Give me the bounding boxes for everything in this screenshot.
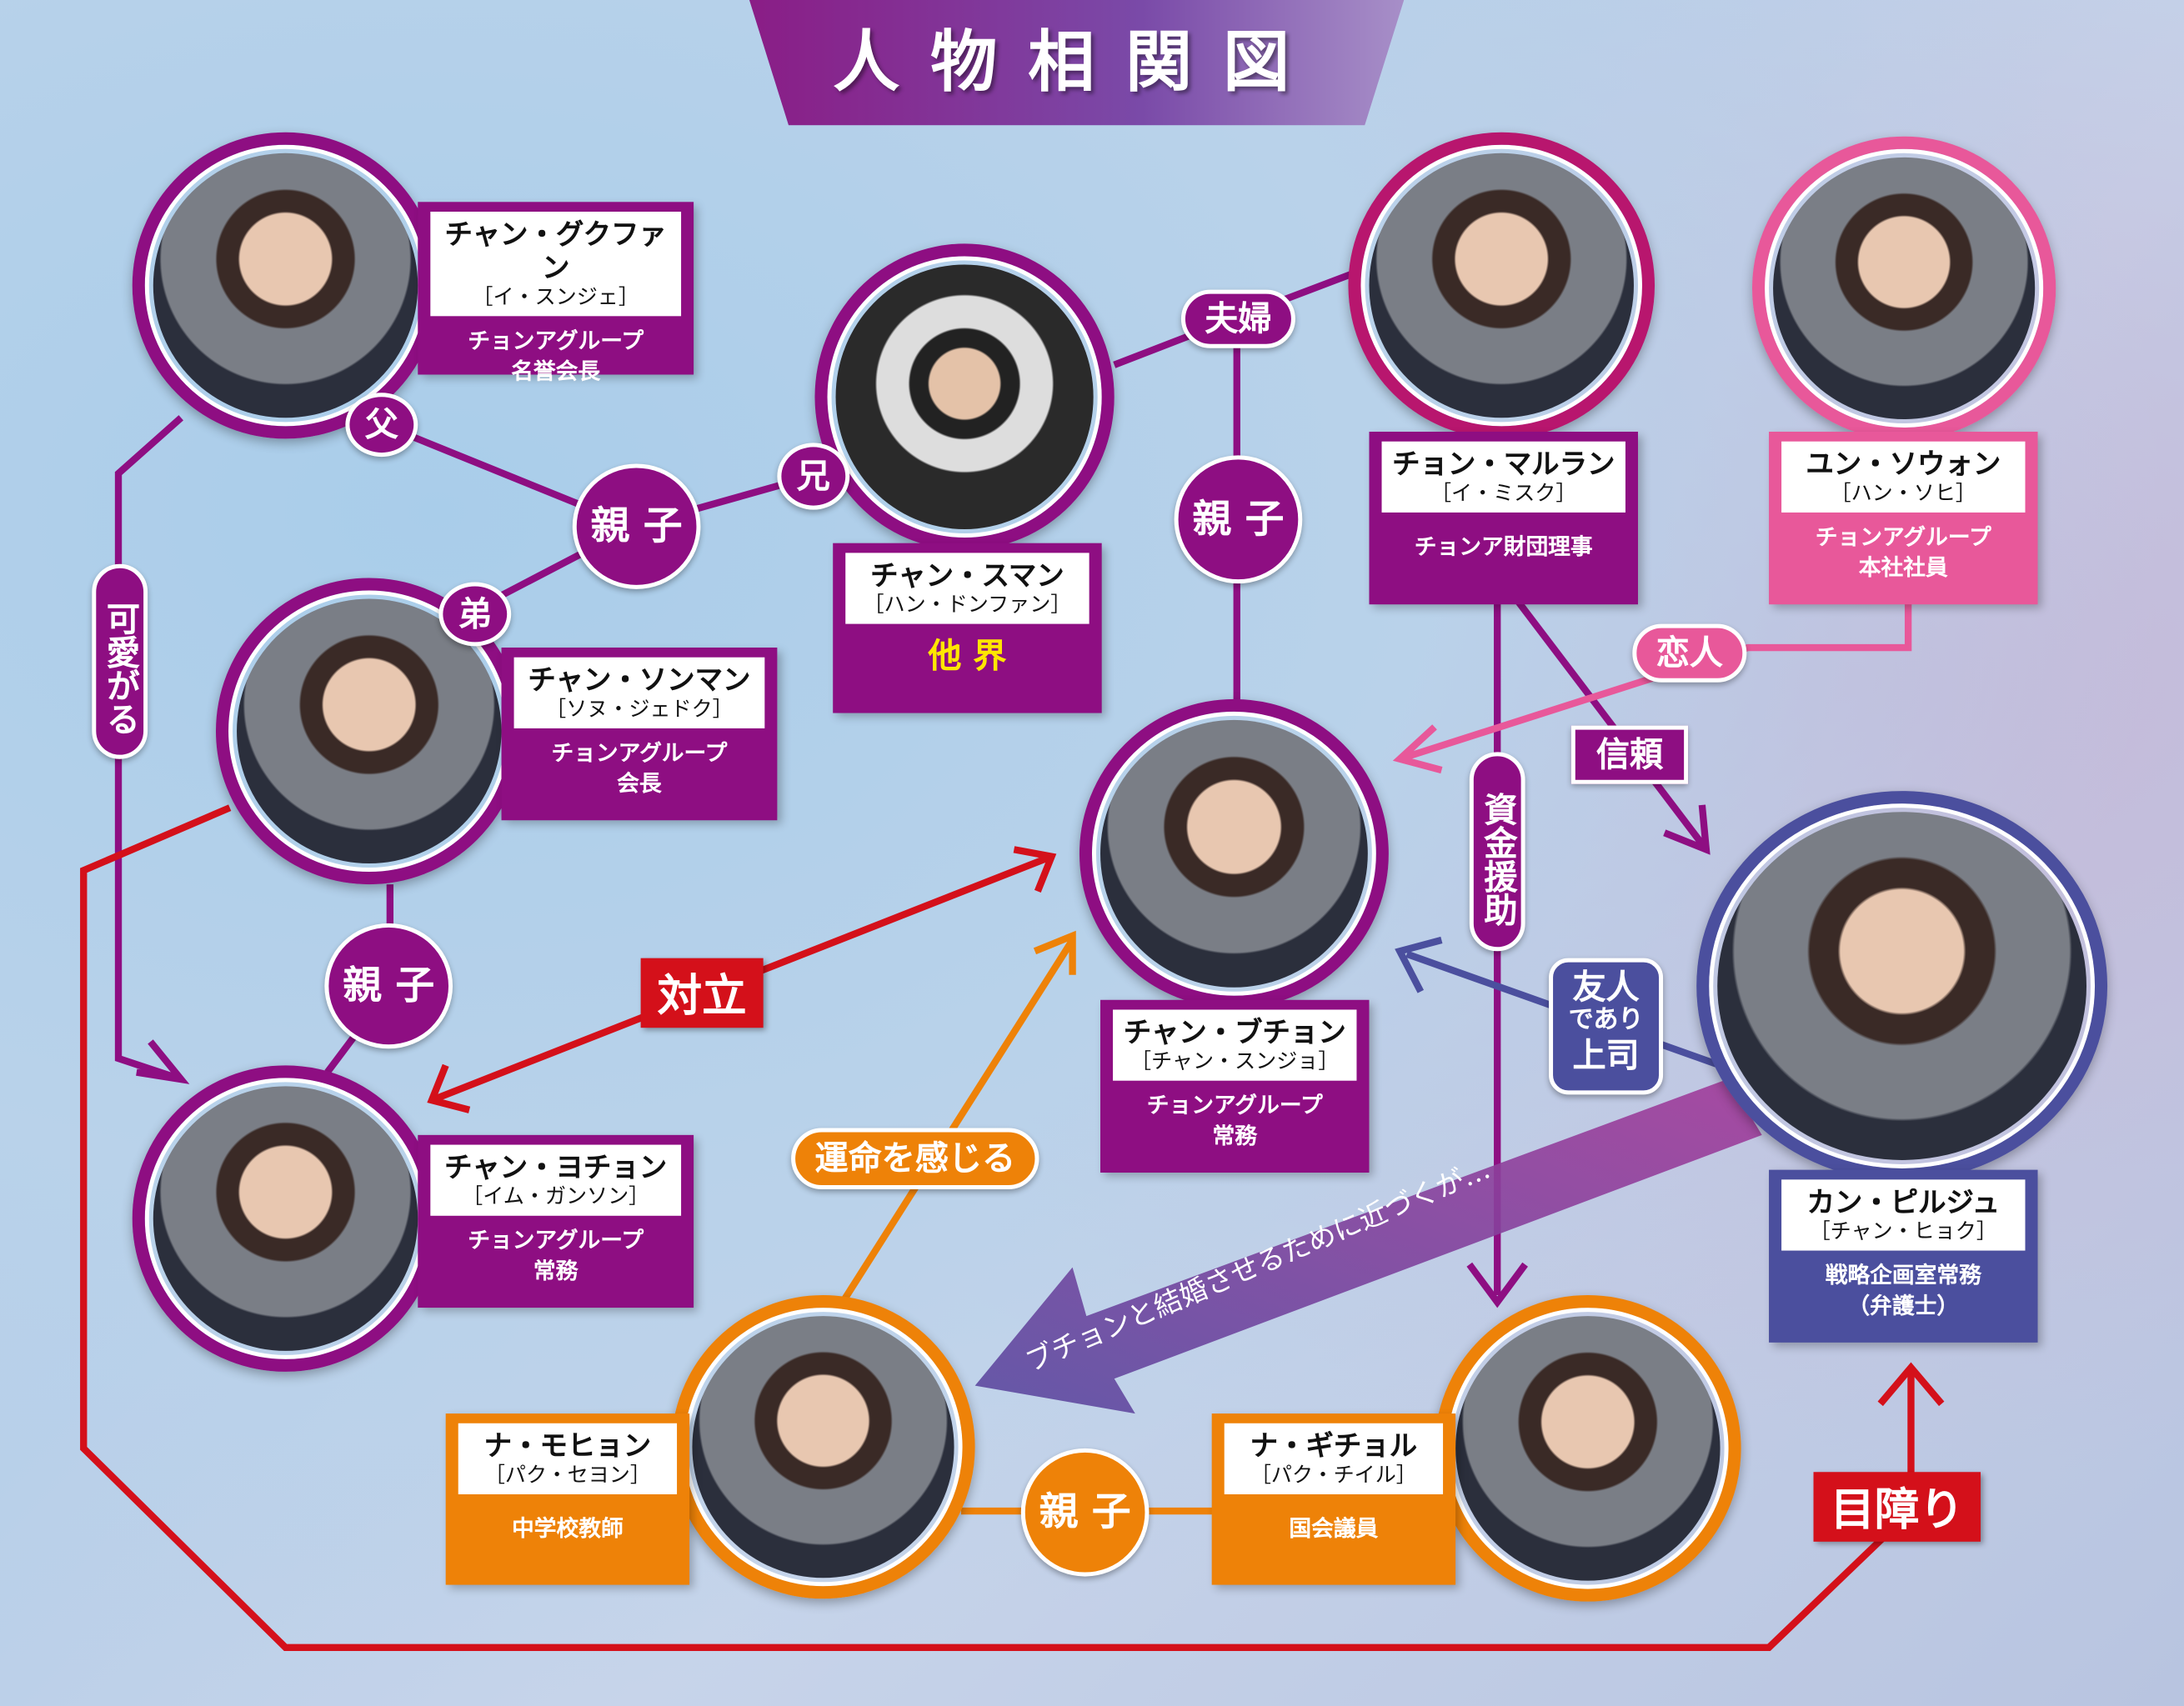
character-name: チャン・ヨチョン: [444, 1150, 668, 1184]
arrow-conflict-head-1: [427, 1063, 471, 1113]
arrow-lovers-head: [1392, 724, 1443, 774]
badge-couple: 夫婦: [1180, 289, 1295, 348]
photo-jung-malran: [1348, 132, 1656, 439]
actor-name: ［ソヌ・ジェドク］: [545, 696, 734, 722]
line-trust: [1515, 599, 1710, 852]
actor-name: ［ハン・ソヒ］: [1830, 480, 1977, 506]
badge-friend-boss: 友人 であり 上司: [1549, 958, 1664, 1095]
character-name: チャン・ブチョン: [1123, 1015, 1346, 1049]
badge-cherish: 可愛がる: [92, 563, 148, 759]
card-yun-sowon: ユン・ソウォン［ハン・ソヒ］ チョンアグループ本社社員: [1769, 432, 2038, 605]
photo-na-mohyon: [671, 1295, 975, 1599]
character-name: ナ・ギチョル: [1250, 1428, 1418, 1463]
badge-lovers: 恋人: [1632, 623, 1747, 683]
character-role: チョンアグループ常務: [468, 1227, 644, 1284]
photo-kan-piljyu: [1696, 791, 2108, 1182]
arrow-trust-head: [1663, 804, 1711, 855]
card-chan-yochon: チャン・ヨチョン［イム・ガンソン］ チョンアグループ常務: [418, 1134, 694, 1308]
character-name: チョン・マルラン: [1392, 447, 1615, 481]
photo-chan-bujon: [1079, 698, 1389, 1008]
approach-arrow: [974, 1079, 1762, 1414]
character-role: 国会議員: [1289, 1515, 1379, 1542]
card-chan-bujon: チャン・ブチョン［チャン・スンジョ］ チョンアグループ常務: [1100, 999, 1370, 1173]
card-jung-malran: チョン・マルラン［イ・ミスク］ チョンア財団理事: [1369, 432, 1638, 605]
character-role: チョンアグループ会長: [551, 739, 728, 797]
badge-elder-brother: 兄: [777, 443, 850, 510]
actor-name: ［イ・ミスク］: [1430, 480, 1577, 506]
page-title: 人物相関図: [749, 0, 1405, 126]
actor-name: ［パク・チイル］: [1250, 1462, 1417, 1488]
card-kan-piljyu: カン・ピルジュ［チャン・ヒョク］ 戦略企画室常務（弁護士）: [1769, 1169, 2038, 1343]
card-na-gichol: ナ・ギチョル［パク・チイル］ 国会議員: [1211, 1413, 1456, 1585]
arrow-cherish-head: [136, 1039, 190, 1084]
badge-funding: 資金援助: [1469, 752, 1525, 952]
badge-conflict: 対立: [640, 958, 764, 1028]
character-name: ナ・モヒョン: [483, 1428, 652, 1463]
badge-trust: 信頼: [1570, 725, 1689, 784]
badge-obstacle: 目障り: [1813, 1472, 1981, 1542]
character-role: チョンアグループ常務: [1146, 1092, 1323, 1149]
badge-parent-child-4: 親 子: [1020, 1448, 1150, 1577]
character-name: カン・ピルジュ: [1806, 1185, 2001, 1219]
badge-parent-child-3: 親 子: [324, 923, 453, 1049]
line-lovers: [1398, 601, 1912, 763]
character-role: チョンア財団理事: [1414, 533, 1593, 560]
actor-name: ［ハン・ドンファン］: [863, 592, 1072, 618]
badge-father: 父: [345, 393, 418, 458]
line-destiny: [839, 938, 1076, 1304]
badge-parent-child-2: 親 子: [1174, 455, 1303, 584]
badge-destiny: 運命を感じる: [791, 1128, 1039, 1190]
character-name: チャン・スマン: [870, 558, 1064, 593]
character-name: チャン・グクファン: [444, 217, 667, 284]
photo-yun-sowon: [1751, 136, 2056, 441]
arrow-funding-head: [1466, 1262, 1528, 1308]
character-role: 戦略企画室常務（弁護士）: [1825, 1261, 1981, 1319]
actor-name: ［イ・スンジェ］: [472, 283, 639, 309]
character-role: チョンアグループ本社社員: [1815, 523, 1991, 581]
actor-name: ［チャン・ヒョク］: [1809, 1218, 1997, 1244]
arrow-destiny-head: [1033, 930, 1076, 975]
actor-name: ［パク・セヨン］: [483, 1462, 651, 1488]
photo-na-gichol: [1435, 1295, 1741, 1602]
character-role: チョンアグループ名誉会長: [468, 327, 644, 385]
badge-parent-child-1: 親 子: [572, 463, 701, 589]
photo-chan-gukfan: [132, 132, 439, 439]
arrow-friend-head: [1395, 936, 1443, 993]
arrow-conflict-head-2: [1013, 846, 1057, 893]
actor-name: ［チャン・スンジョ］: [1130, 1048, 1340, 1074]
card-na-mohyon: ナ・モヒョン［パク・セヨン］ 中学校教師: [445, 1413, 690, 1585]
photo-chan-suman: [814, 243, 1115, 551]
arrow-obstacle-head: [1877, 1362, 1945, 1407]
card-chan-suman: チャン・スマン［ハン・ドンファン］ 他 界: [833, 543, 1102, 713]
character-role: 他 界: [928, 636, 1007, 676]
character-name: チャン・ソンマン: [528, 663, 751, 697]
line-cherish: [114, 415, 183, 1083]
photo-chan-yochon: [132, 1065, 439, 1372]
character-role: 中学校教師: [512, 1515, 624, 1542]
badge-younger-brother: 弟: [438, 582, 512, 647]
actor-name: ［イム・ガンソン］: [462, 1183, 650, 1209]
card-chan-gukfan: チャン・グクファン［イ・スンジェ］ チョンアグループ名誉会長: [418, 202, 694, 384]
approach-label: ブチョンと結婚させるために近づくが…: [1020, 1152, 1495, 1378]
character-name: ユン・ソウォン: [1806, 447, 2001, 481]
card-chan-sonman: チャン・ソンマン［ソヌ・ジェドク］ チョンアグループ会長: [501, 648, 778, 821]
